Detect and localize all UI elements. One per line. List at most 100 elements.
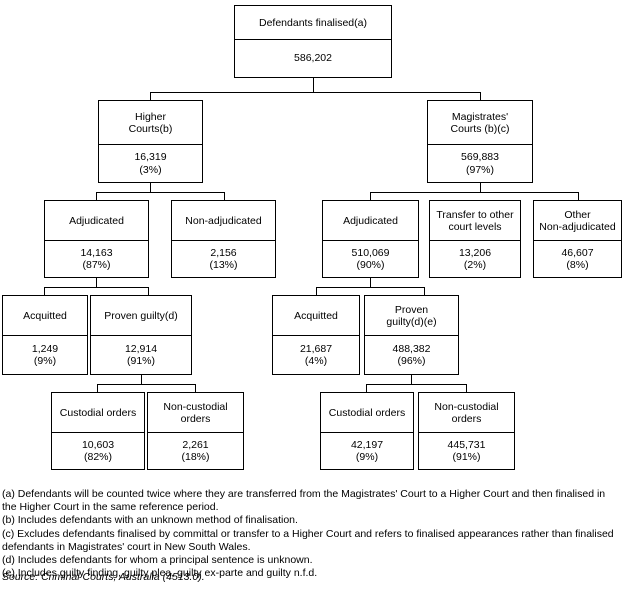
connector-to-m-noncust xyxy=(466,384,467,392)
node-value: 2,261 xyxy=(182,438,209,451)
node-percent: (9%) xyxy=(33,355,57,367)
node-body: 2,156 (13%) xyxy=(172,241,275,277)
connector-to-h-nonadj xyxy=(224,192,225,200)
node-title-text-2: orders xyxy=(451,412,482,425)
node-percent: (97%) xyxy=(465,163,494,176)
node-magistrates-non-custodial-orders: Non-custodial orders 445,731 (91%) xyxy=(418,392,515,470)
node-value: 2,156 xyxy=(210,246,237,259)
node-title-text: Custodial orders xyxy=(328,406,406,419)
node-body: 21,687 (4%) xyxy=(273,336,359,374)
node-body: 13,206 (2%) xyxy=(430,241,520,277)
node-magistrates-adjudicated: Adjudicated 510,069 (90%) xyxy=(322,200,419,278)
connector-to-m-cust xyxy=(366,384,367,392)
node-title-text: Defendants finalised(a) xyxy=(259,16,367,29)
node-percent: (91%) xyxy=(126,355,155,367)
connector-to-magistrates xyxy=(480,92,481,100)
node-title-text-2: orders xyxy=(180,412,211,425)
connector-higher-stem xyxy=(150,183,151,192)
node-body: 510,069 (90%) xyxy=(323,241,418,277)
node-higher-non-adjudicated: Non-adjudicated 2,156 (13%) xyxy=(171,200,276,278)
connector-h-guilty-stem xyxy=(141,375,142,384)
footnote-e: (e) Includes guilty finding, guilty plea… xyxy=(2,567,318,580)
node-body: 10,603 (82%) xyxy=(52,433,144,469)
node-percent: (87%) xyxy=(82,259,111,271)
connector-to-m-adj xyxy=(370,192,371,200)
connector-m-adj-stem xyxy=(370,278,371,287)
node-other-non-adjudicated: Other Non-adjudicated 46,607 (8%) xyxy=(533,200,622,278)
node-value: 10,603 xyxy=(81,438,115,451)
node-body: 488,382 (96%) xyxy=(365,336,458,374)
node-body: 2,261 (18%) xyxy=(148,433,243,469)
node-title: Non-custodial orders xyxy=(148,393,243,433)
node-body: 16,319 (3%) xyxy=(99,145,202,182)
footnote-b: (b) Includes defendants with an unknown … xyxy=(2,514,298,527)
source-line: Source: Criminal Courts, Australia (4513… xyxy=(2,571,205,583)
node-title-text: Non-adjudicated xyxy=(185,214,262,227)
node-value: 510,069 xyxy=(351,246,390,259)
node-title: Other Non-adjudicated xyxy=(534,201,621,241)
connector-higher-bar xyxy=(96,192,224,193)
node-higher-acquitted: Acquitted 1,249 (9%) xyxy=(2,295,88,375)
connector-root-stem xyxy=(313,78,314,92)
node-body: 46,607 (8%) xyxy=(534,241,621,277)
connector-h-adj-bar xyxy=(44,287,148,288)
node-higher-adjudicated: Adjudicated 14,163 (87%) xyxy=(44,200,149,278)
node-value: 21,687 xyxy=(299,342,333,355)
node-higher-non-custodial-orders: Non-custodial orders 2,261 (18%) xyxy=(147,392,244,470)
node-title: Acquitted xyxy=(3,296,87,336)
node-percent: (2%) xyxy=(463,259,487,271)
node-body: 12,914 (91%) xyxy=(91,336,191,374)
node-higher-courts: Higher Courts(b) 16,319 (3%) xyxy=(98,100,203,183)
connector-to-m-acq xyxy=(316,287,317,295)
node-percent: (90%) xyxy=(356,259,385,271)
node-title: Higher Courts(b) xyxy=(99,101,202,145)
node-title-text: Proven xyxy=(394,303,429,316)
node-transfer-other-court-levels: Transfer to other court levels 13,206 (2… xyxy=(429,200,521,278)
node-value: 488,382 xyxy=(392,342,431,355)
node-title: Transfer to other court levels xyxy=(430,201,520,241)
node-title-text: Adjudicated xyxy=(69,214,124,227)
node-magistrates-acquitted: Acquitted 21,687 (4%) xyxy=(272,295,360,375)
node-title-text: Transfer to other xyxy=(436,208,514,221)
node-body: 1,249 (9%) xyxy=(3,336,87,374)
node-title-text: Acquitted xyxy=(23,309,67,322)
node-title-text-2: guilty(d)(e) xyxy=(386,315,437,328)
node-body: 445,731 (91%) xyxy=(419,433,514,469)
node-body: 42,197 (9%) xyxy=(321,433,413,469)
footnote-d: (d) Includes defendants for whom a princ… xyxy=(2,554,313,567)
connector-h-guilty-bar xyxy=(97,384,195,385)
node-body: 14,163 (87%) xyxy=(45,241,148,277)
connector-to-h-adj xyxy=(96,192,97,200)
node-title-text: Proven guilty(d) xyxy=(104,309,178,322)
node-percent: (3%) xyxy=(139,163,162,176)
node-title: Custodial orders xyxy=(52,393,144,433)
node-title: Proven guilty(d)(e) xyxy=(365,296,458,336)
node-title-text: Non-custodial xyxy=(163,400,228,413)
node-title-text-2: Non-adjudicated xyxy=(539,220,616,233)
node-title-text: Magistrates' xyxy=(451,110,509,123)
connector-mags-bar xyxy=(370,192,578,193)
node-title: Adjudicated xyxy=(45,201,148,241)
node-percent: (8%) xyxy=(566,259,589,271)
node-higher-custodial-orders: Custodial orders 10,603 (82%) xyxy=(51,392,145,470)
node-value: 13,206 xyxy=(458,246,492,259)
node-body: 569,883 (97%) xyxy=(428,145,532,182)
footnote-a: (a) Defendants will be counted twice whe… xyxy=(2,488,606,514)
node-title-text-2: Courts (b)(c) xyxy=(450,122,510,135)
node-value: 586,202 xyxy=(294,52,332,65)
node-magistrates-proven-guilty: Proven guilty(d)(e) 488,382 (96%) xyxy=(364,295,459,375)
connector-to-h-noncust xyxy=(195,384,196,392)
node-title-text: Other xyxy=(564,208,591,221)
node-magistrates-courts: Magistrates' Courts (b)(c) 569,883 (97%) xyxy=(427,100,533,183)
node-value: 12,914 xyxy=(124,342,158,355)
connector-h-adj-stem xyxy=(96,278,97,287)
connector-to-m-guilty xyxy=(424,287,425,295)
node-percent: (96%) xyxy=(397,355,426,367)
node-percent: (4%) xyxy=(304,355,328,367)
node-title: Adjudicated xyxy=(323,201,418,241)
connector-to-h-cust xyxy=(97,384,98,392)
node-percent: (9%) xyxy=(355,451,379,463)
node-defendants-finalised: Defendants finalised(a) 586,202 xyxy=(234,5,392,78)
node-value: 14,163 xyxy=(80,246,113,259)
node-value: 16,319 xyxy=(134,151,167,163)
